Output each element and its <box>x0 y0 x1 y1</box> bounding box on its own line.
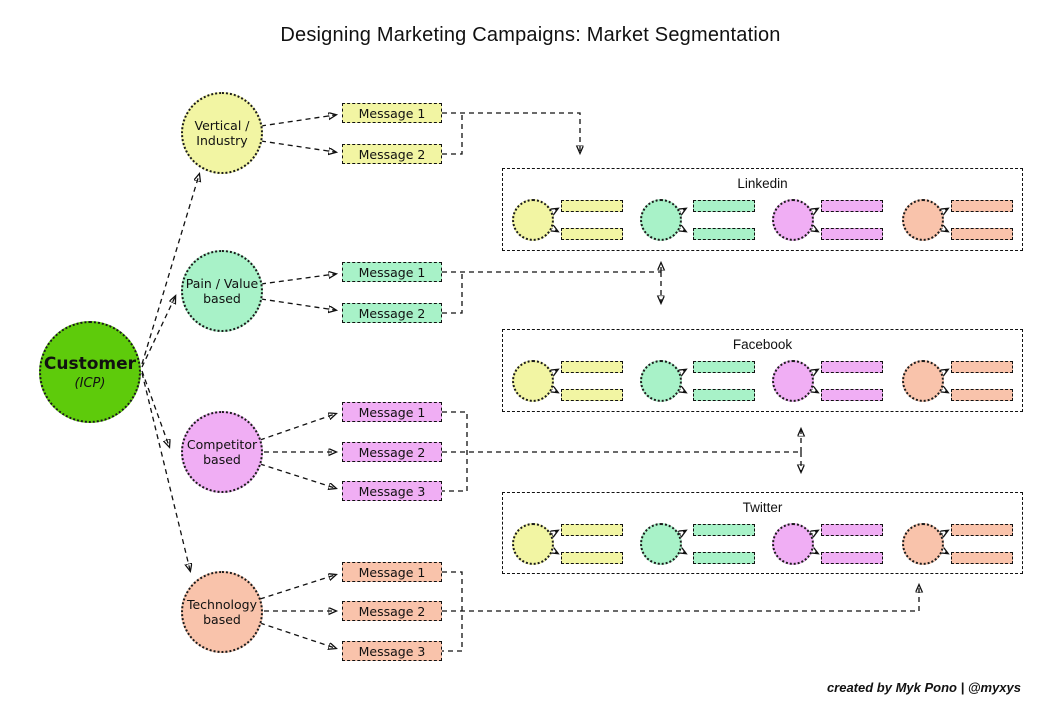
post-bar <box>951 524 1013 536</box>
customer-to-segment-arrows <box>141 175 199 570</box>
post-bar <box>951 361 1013 373</box>
segment-node-pain-value: Pain / Value based <box>181 250 263 332</box>
message-box: Message 1 <box>342 103 442 123</box>
persona-circle <box>902 360 944 402</box>
segment-label: Competitor <box>186 437 258 452</box>
post-bar <box>561 200 623 212</box>
message-box: Message 1 <box>342 402 442 422</box>
segment-node-vertical-industry: Vertical / Industry <box>181 92 263 174</box>
message-box: Message 3 <box>342 481 442 501</box>
customer-label: Customer <box>43 353 137 374</box>
post-bar <box>561 361 623 373</box>
segment-label: Industry <box>196 133 248 148</box>
post-bar <box>561 228 623 240</box>
segment-label: based <box>203 291 241 306</box>
post-bar <box>951 200 1013 212</box>
segment-label: based <box>203 612 241 627</box>
post-bar <box>561 524 623 536</box>
post-bar <box>693 228 755 240</box>
segment-to-message-arrows <box>259 115 335 648</box>
channel-title: Twitter <box>742 500 783 515</box>
post-bar <box>693 200 755 212</box>
channel-title: Linkedin <box>737 176 788 191</box>
segment-label: Technology <box>186 597 258 612</box>
post-bar <box>693 361 755 373</box>
post-bar <box>693 389 755 401</box>
diagram-title: Designing Marketing Campaigns: Market Se… <box>280 24 781 46</box>
message-box: Message 2 <box>342 303 442 323</box>
persona-circle <box>640 360 682 402</box>
message-box: Message 1 <box>342 262 442 282</box>
post-bar <box>821 228 883 240</box>
segment-node-competitor: Competitor based <box>181 411 263 493</box>
persona-circle <box>902 199 944 241</box>
customer-sublabel: (ICP) <box>74 375 106 391</box>
message-box: Message 3 <box>342 641 442 661</box>
post-bar <box>951 552 1013 564</box>
channel-panel-twitter: Twitter <box>502 492 1023 574</box>
message-box: Message 2 <box>342 442 442 462</box>
post-bar <box>821 552 883 564</box>
persona-circle <box>772 360 814 402</box>
post-bar <box>821 389 883 401</box>
persona-circle <box>512 360 554 402</box>
customer-icp-node: Customer (ICP) <box>39 321 141 423</box>
post-bar <box>561 552 623 564</box>
message-box: Message 2 <box>342 601 442 621</box>
channel-flow-arrows <box>442 112 919 611</box>
segment-node-technology: Technology based <box>181 571 263 653</box>
post-bar <box>821 524 883 536</box>
post-bar <box>821 361 883 373</box>
persona-circle <box>512 523 554 565</box>
post-bar <box>951 228 1013 240</box>
credit-text: created by Myk Pono | @myxys <box>826 680 1021 695</box>
persona-circle <box>772 523 814 565</box>
channel-title: Facebook <box>732 337 793 352</box>
post-bar <box>561 389 623 401</box>
post-bar <box>821 200 883 212</box>
post-bar <box>693 552 755 564</box>
persona-circle <box>512 199 554 241</box>
persona-circle <box>772 199 814 241</box>
persona-circle <box>640 199 682 241</box>
segment-label: Pain / Value <box>185 276 259 291</box>
channel-panel-linkedin: Linkedin <box>502 168 1023 251</box>
message-box: Message 2 <box>342 144 442 164</box>
persona-circle <box>640 523 682 565</box>
message-bracket-connectors <box>442 113 919 652</box>
persona-circle <box>902 523 944 565</box>
post-bar <box>951 389 1013 401</box>
segment-label: Vertical / <box>194 118 250 133</box>
segment-label: based <box>203 452 241 467</box>
message-box: Message 1 <box>342 562 442 582</box>
channel-panel-facebook: Facebook <box>502 329 1023 412</box>
post-bar <box>693 524 755 536</box>
